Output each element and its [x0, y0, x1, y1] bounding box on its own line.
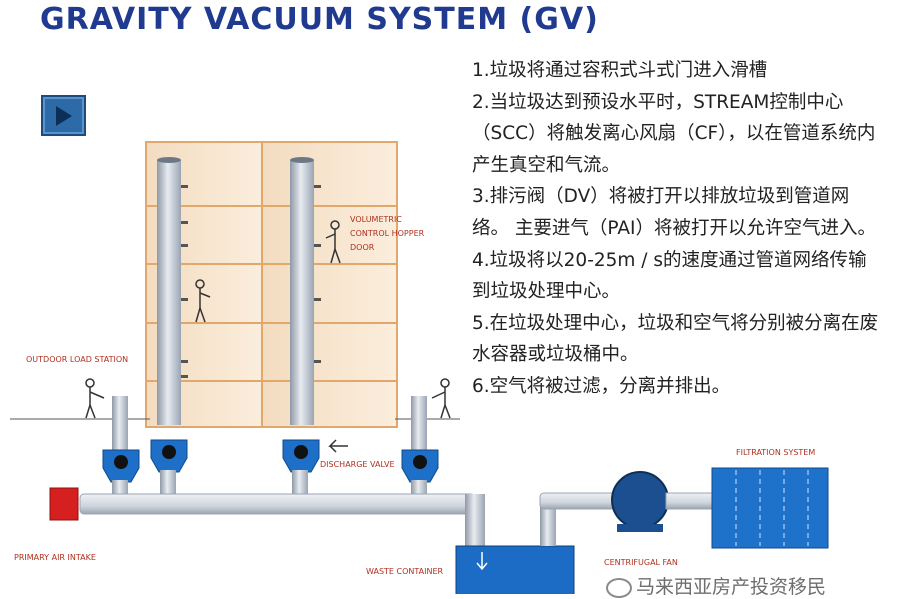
valve-2	[150, 439, 188, 473]
outdoor-inlet-right	[411, 396, 427, 456]
label-volumetric-3: DOOR	[350, 243, 375, 252]
step-item: 5.在垃圾处理中心，垃圾和空气将分别被分离在废水容器或垃圾桶中。	[472, 312, 879, 366]
watermark: 马来西亚房产投资移民	[606, 572, 826, 599]
person-figures	[85, 220, 451, 419]
label-outdoor-load: OUTDOOR LOAD STATION	[26, 355, 128, 364]
step-item: 2.当垃圾达到预设水平时，STREAM控制中心（SCC）将触发离心风扇（CF），…	[472, 91, 876, 176]
centrifugal-fan	[611, 471, 713, 532]
label-filtration: FILTRATION SYSTEM	[736, 448, 815, 457]
discharge-arrow-icon	[328, 439, 348, 453]
label-waste-container: WASTE CONTAINER	[366, 567, 444, 576]
building-right	[261, 141, 398, 428]
step-item: 6.空气将被过滤，分离并排出。	[472, 375, 731, 397]
chute-right	[290, 157, 321, 425]
valve-1	[102, 449, 140, 483]
main-pipe	[79, 493, 476, 515]
step-item: 3.排污阀（DV）将被打开以排放垃圾到管道网络。 主要进气（PAI）将被打开以允…	[472, 186, 876, 239]
outdoor-inlet-left	[112, 396, 128, 456]
label-volumetric-1: VOLUMETRIC	[350, 215, 402, 224]
primary-air-intake	[49, 487, 79, 521]
play-button[interactable]	[41, 95, 86, 136]
waste-container	[455, 545, 575, 594]
step-item: 4.垃圾将以20-25m / s的速度通过管道网络传输到垃圾处理中心。	[472, 249, 867, 303]
label-volumetric-2: CONTROL HOPPER	[350, 229, 425, 238]
play-icon	[56, 106, 72, 126]
chute-left	[157, 157, 188, 425]
label-centrifugal-fan: CENTRIFUGAL FAN	[604, 558, 678, 567]
filtration-system	[711, 467, 829, 549]
step-item: 1.垃圾将通过容积式斗式门进入滑槽	[472, 60, 768, 81]
valve-3	[282, 439, 320, 473]
label-primary-air: PRIMARY AIR INTAKE	[14, 553, 96, 562]
valve-4	[401, 449, 439, 483]
page-title: GRAVITY VACUUM SYSTEM (GV)	[40, 2, 599, 37]
process-steps: 1.垃圾将通过容积式斗式门进入滑槽 2.当垃圾达到预设水平时，STREAM控制中…	[472, 55, 884, 403]
watermark-text: 马来西亚房产投资移民	[636, 576, 827, 598]
label-discharge-valve: DISCHARGE VALVE	[320, 460, 395, 469]
wechat-icon	[606, 577, 632, 598]
